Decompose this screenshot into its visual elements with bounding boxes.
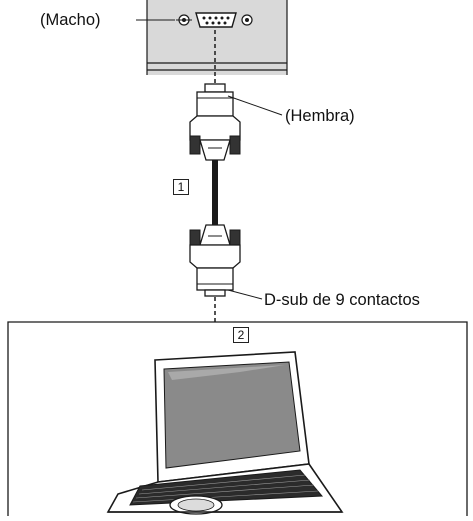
dsub-connector-label: D-sub de 9 contactos: [264, 291, 420, 309]
dsub-leader-line: [227, 289, 263, 300]
serial-port-icon: [176, 12, 253, 28]
computer-number-marker: 2: [233, 327, 249, 343]
female-label: (Hembra): [285, 107, 355, 125]
male-label: (Macho): [40, 11, 101, 29]
computer-frame: [7, 321, 468, 516]
cable-connector-icon: [189, 83, 241, 297]
laptop-icon: [106, 351, 344, 515]
female-leader-line: [227, 95, 283, 116]
cable-number-marker: 1: [173, 179, 189, 195]
display-panel-icon: [146, 0, 288, 75]
